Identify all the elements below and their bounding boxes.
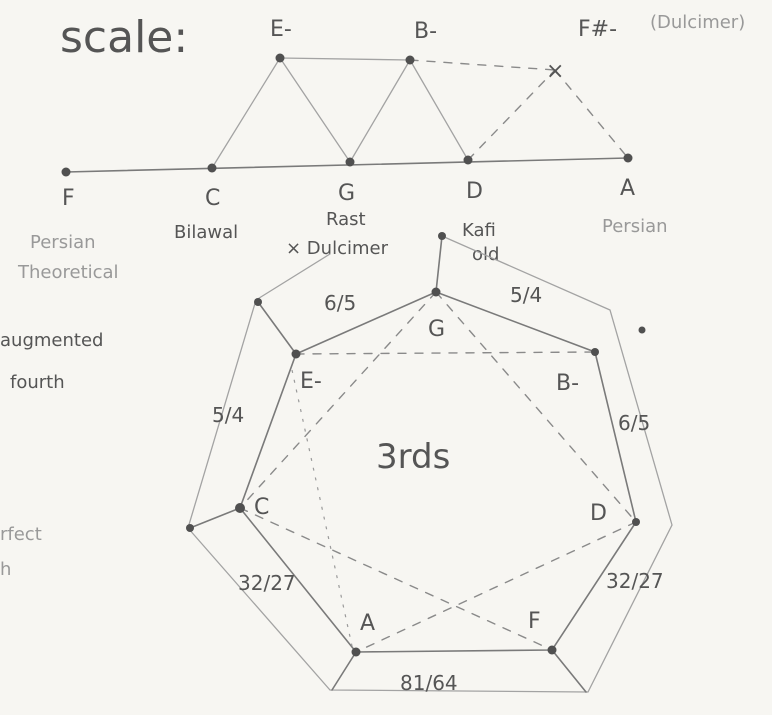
onode-c	[186, 524, 194, 532]
dash-g-c	[239, 291, 437, 509]
caption-f-2: Theoretical	[17, 262, 119, 283]
center-label: 3rds	[376, 437, 450, 477]
ratio-f-a: 81/64	[400, 671, 458, 695]
spoke-a	[331, 651, 357, 691]
clabel-a: A	[360, 611, 375, 636]
note-augmented-1: augmented	[0, 330, 103, 351]
node-b	[405, 55, 415, 65]
spoke-g	[435, 235, 443, 293]
edge-b-d	[409, 59, 469, 161]
label-f: F	[62, 186, 75, 211]
edge-fs-a	[554, 69, 629, 159]
clabel-c: C	[254, 495, 269, 520]
squiggle-e-a	[291, 369, 353, 647]
clabel-b: B-	[556, 371, 579, 396]
dash-g-d	[435, 291, 637, 523]
cnode-c	[235, 503, 245, 513]
dash-e-b	[295, 351, 596, 355]
onode-g	[438, 232, 446, 240]
caption-g-2: × Dulcimer	[286, 238, 389, 259]
onode-b	[638, 326, 646, 334]
caption-d-1: Kafi	[462, 220, 496, 241]
note-dulcimer: (Dulcimer)	[650, 12, 745, 33]
clabel-d: D	[590, 501, 607, 526]
spoke-e	[257, 301, 297, 355]
caption-c: Bilawal	[174, 222, 238, 243]
spoke-c	[189, 507, 241, 529]
ratio-g-b: 5/4	[510, 283, 542, 307]
caption-f-1: Persian	[30, 232, 96, 253]
note-perfect-2: h	[0, 559, 11, 580]
onode-e	[254, 298, 262, 306]
ratio-e-g: 6/5	[324, 291, 356, 315]
dash-c-f	[239, 507, 553, 651]
node-a	[623, 153, 633, 163]
edge-g-b	[349, 59, 411, 163]
title-scale: scale:	[60, 12, 188, 63]
label-a: A	[620, 176, 635, 201]
caption-g-1: Rast	[326, 209, 366, 230]
ratio-a-c: 32/27	[238, 571, 296, 595]
node-e	[275, 53, 285, 63]
clabel-g: G	[428, 317, 445, 342]
cnode-b	[591, 348, 599, 356]
dash-d-a	[355, 521, 637, 653]
node-c	[207, 163, 217, 173]
caption-a: Persian	[602, 216, 668, 237]
label-d: D	[466, 179, 483, 204]
label-c: C	[205, 186, 220, 211]
cnode-a	[351, 647, 361, 657]
clabel-f: F	[528, 609, 541, 634]
cnode-d	[632, 518, 640, 526]
clabel-e: E-	[300, 369, 322, 394]
cnode-f	[547, 645, 557, 655]
cnode-g	[431, 287, 441, 297]
cnode-e	[291, 349, 301, 359]
label-fs: F#-	[578, 17, 617, 42]
caption-d-2: old	[472, 244, 499, 265]
node-g	[345, 157, 355, 167]
ratio-c-e: 5/4	[212, 403, 244, 427]
node-f	[61, 167, 71, 177]
inner-ring	[239, 291, 637, 653]
edge-d-fs	[467, 69, 556, 161]
node-fs-mark: ×	[546, 59, 564, 84]
spoke-f	[551, 649, 587, 693]
edge-b-fs	[409, 59, 556, 71]
label-g: G	[338, 181, 355, 206]
ratio-b-d: 6/5	[618, 411, 650, 435]
note-augmented-2: fourth	[10, 372, 65, 393]
node-d	[463, 155, 473, 165]
ratio-d-f: 32/27	[606, 569, 664, 593]
note-perfect-1: rfect	[0, 524, 42, 545]
edge-e-g	[279, 57, 351, 163]
label-b: B-	[414, 19, 437, 44]
label-e: E-	[270, 17, 292, 42]
edge-e-b	[279, 57, 411, 61]
outer-ring	[187, 235, 673, 693]
edge-c-e	[211, 57, 281, 169]
